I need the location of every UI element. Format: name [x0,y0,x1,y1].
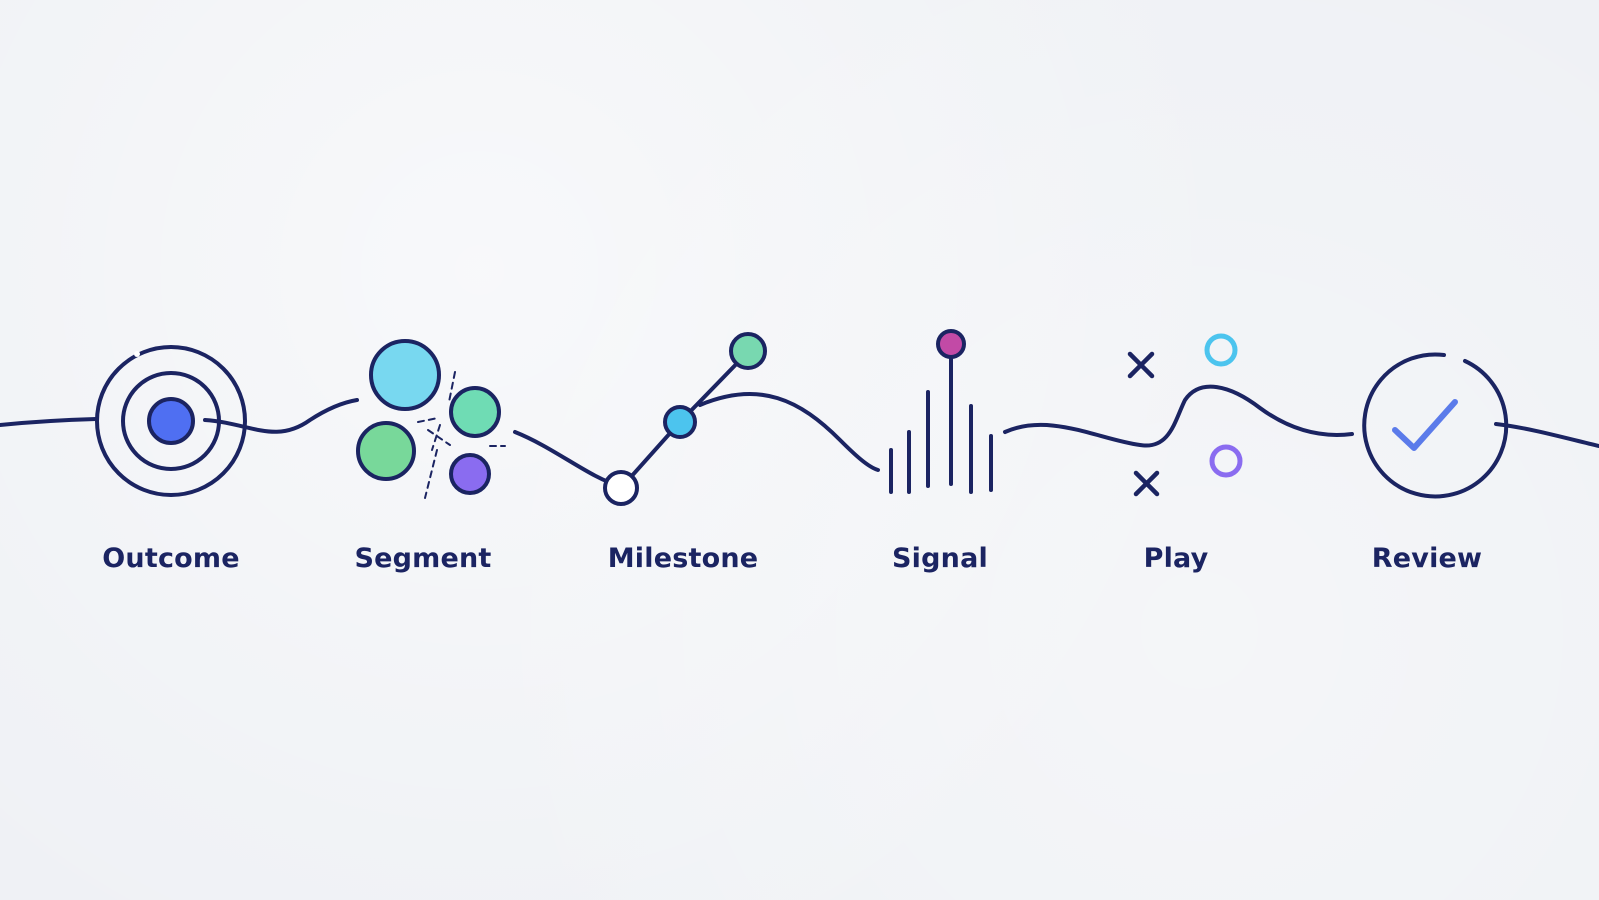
connector-segment-signal-play [1003,384,1354,448]
tic-tac-toe-icon [1127,333,1243,497]
bubble-cluster-icon [356,339,506,499]
step-label-play: Play [1143,543,1209,574]
step-label-review: Review [1371,543,1483,574]
step-label-segment: Segment [354,543,492,574]
step-label-signal: Signal [892,543,988,574]
signal-bars-icon [889,329,993,494]
step-label-outcome: Outcome [102,543,240,574]
checkmark-circle-icon [1362,352,1509,499]
connector-segment-start [0,417,98,427]
connector-segment-milestone-signal [698,391,880,472]
rising-path-icon [603,332,767,506]
target-icon [95,345,247,497]
connector-segment-outcome-segment [203,398,359,434]
step-label-milestone: Milestone [607,543,759,574]
